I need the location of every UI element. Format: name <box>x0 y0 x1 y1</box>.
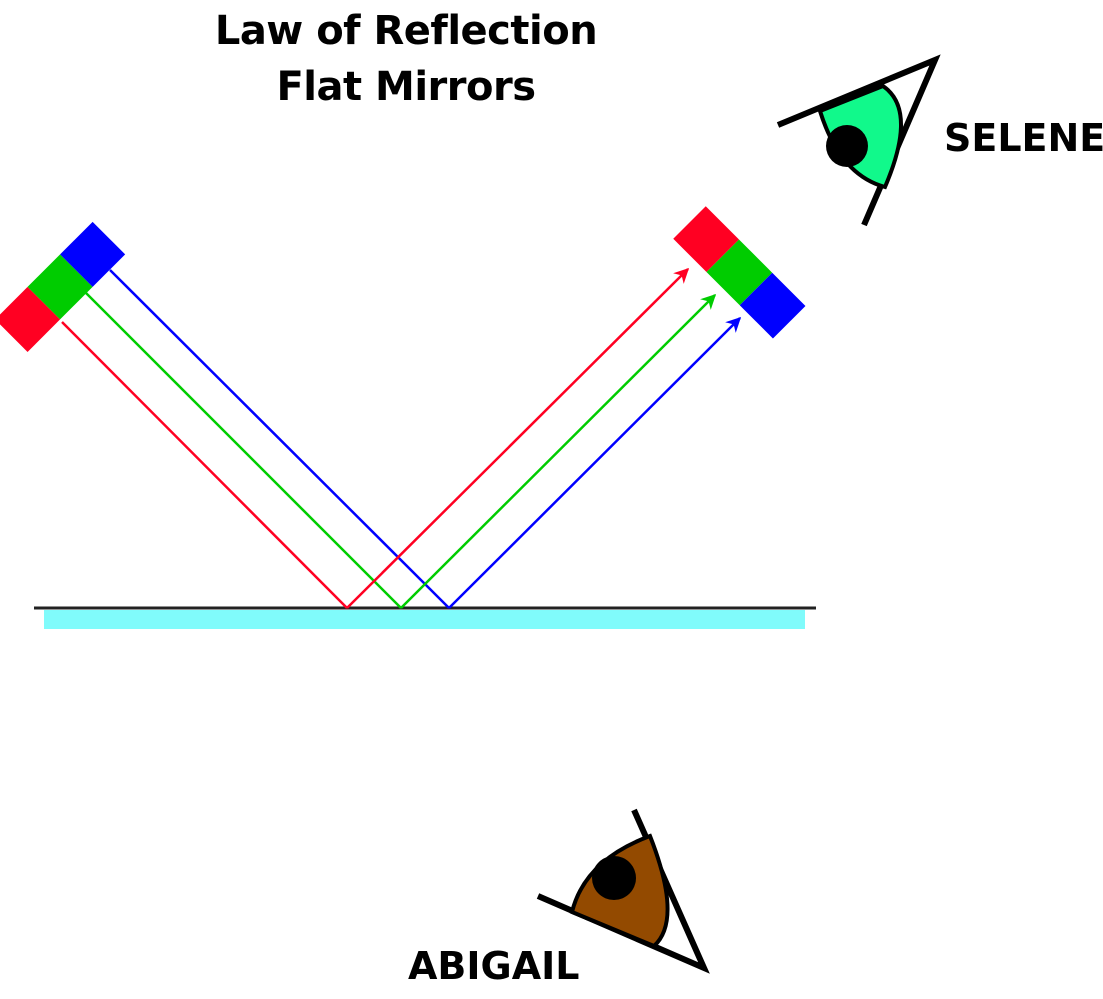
incident-ray-blue <box>109 269 450 609</box>
observer-label-abigail: ABIGAIL <box>408 944 580 988</box>
image-object <box>673 206 806 339</box>
page-subtitle: Flat Mirrors <box>276 64 536 110</box>
incident-ray-red <box>61 321 348 609</box>
page-title: Law of Reflection <box>214 8 598 54</box>
observer-label-selene: SELENE <box>944 116 1103 160</box>
reflected-ray-red <box>346 267 690 609</box>
reflected-ray-blue <box>448 316 742 609</box>
eye-icon <box>776 54 941 227</box>
source-object <box>0 221 126 352</box>
incident-ray-green <box>85 292 402 609</box>
eye-icon <box>536 808 710 974</box>
reflected-ray-green <box>400 293 717 609</box>
mirror-surface <box>44 610 805 629</box>
